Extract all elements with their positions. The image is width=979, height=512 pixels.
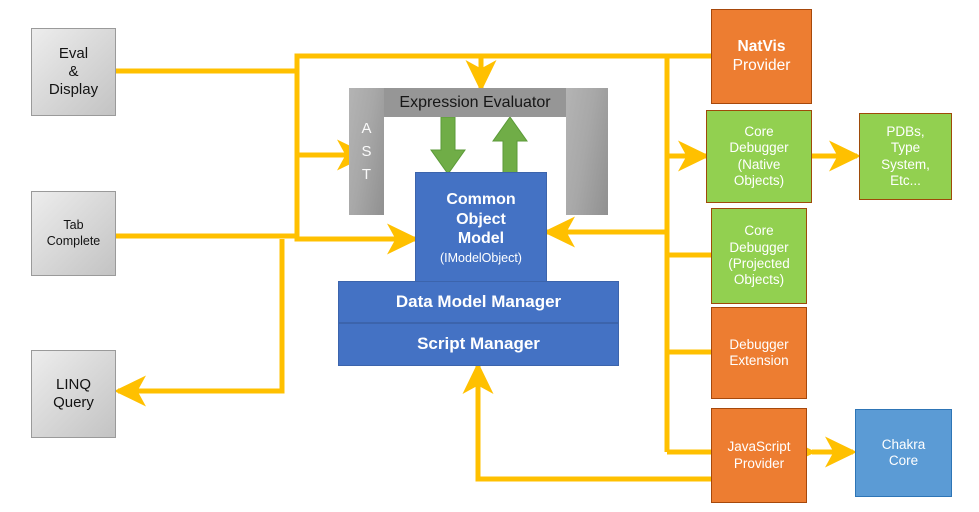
javascript-provider-box[interactable]: JavaScript Provider <box>711 408 807 503</box>
natvis-provider-box[interactable]: NatVis Provider <box>711 9 812 104</box>
ast-line-2: S <box>361 142 372 160</box>
pdbs-type-system-box[interactable]: PDBs, Type System, Etc... <box>859 113 952 200</box>
chakra-line-1: Chakra <box>881 436 926 452</box>
data-model-manager-label: Data Model Manager <box>395 291 562 311</box>
linq-query-line-1: LINQ <box>55 375 91 393</box>
wire-model-to-linq <box>113 239 285 407</box>
wire-javascript-to-script-manager <box>462 361 711 482</box>
wire-eval-to-natvis <box>116 53 711 74</box>
eval-display-line-2: & <box>68 62 79 80</box>
dbgext-line-2: Extension <box>729 353 789 368</box>
ast-line-1: A <box>361 119 372 137</box>
com-line-1: Common <box>446 191 516 209</box>
tab-complete-line-2: Complete <box>46 233 101 248</box>
pdbs-line-2: Type <box>890 140 921 156</box>
pdbs-line-3: System, <box>881 156 930 172</box>
com-line-3: Model <box>457 230 505 248</box>
cdn-line-2: Debugger <box>729 140 789 156</box>
natvis-line-1: NatVis <box>737 37 786 55</box>
core-debugger-native-box[interactable]: Core Debugger (Native Objects) <box>706 110 812 203</box>
common-object-model-box[interactable]: Common Object Model (IModelObject) <box>415 172 547 284</box>
pdbs-line-1: PDBs, <box>886 123 925 139</box>
debugger-extension-box[interactable]: Debugger Extension <box>711 307 807 399</box>
jsprov-line-1: JavaScript <box>727 439 791 455</box>
cdp-line-2: Debugger <box>729 239 789 255</box>
script-manager-label: Script Manager <box>417 334 540 354</box>
expression-evaluator-banner: Expression Evaluator <box>384 88 566 117</box>
chakra-core-box[interactable]: Chakra Core <box>855 409 952 497</box>
tab-complete-line-1: Tab <box>63 218 84 233</box>
chakra-line-2: Core <box>888 453 919 468</box>
cdn-line-4: Objects) <box>733 172 785 188</box>
linq-query-line-2: Query <box>53 394 94 411</box>
core-debugger-projected-box[interactable]: Core Debugger (Projected Objects) <box>711 208 807 304</box>
dbgext-line-1: Debugger <box>729 336 789 352</box>
cdn-line-1: Core <box>744 123 774 139</box>
tab-complete-box[interactable]: Tab Complete <box>31 191 116 276</box>
cdp-line-4: Objects) <box>733 272 785 288</box>
cdp-line-3: (Projected <box>728 256 790 271</box>
natvis-line-2: Provider <box>732 56 791 74</box>
eval-display-line-1: Eval <box>58 44 89 62</box>
linq-query-box[interactable]: LINQ Query <box>31 350 116 438</box>
eval-and-display-box[interactable]: Eval & Display <box>31 28 116 116</box>
green-arrow-up <box>492 116 528 175</box>
com-interface: (IModelObject) <box>440 250 522 265</box>
com-line-2: Object <box>456 210 506 228</box>
pdbs-line-4: Etc... <box>890 172 921 188</box>
expression-evaluator-right-leg <box>566 88 608 215</box>
script-manager-box[interactable]: Script Manager <box>338 323 619 366</box>
ast-line-3: T <box>361 166 372 184</box>
cdn-line-3: (Native <box>737 156 781 172</box>
jsprov-line-2: Provider <box>733 455 785 471</box>
data-model-manager-box[interactable]: Data Model Manager <box>338 281 619 323</box>
cdp-line-1: Core <box>744 223 774 239</box>
wire-tabcomplete-to-model <box>116 223 420 255</box>
green-arrow-down <box>430 116 466 175</box>
eval-display-line-3: Display <box>48 81 99 99</box>
ast-leg: A S T <box>349 88 384 215</box>
